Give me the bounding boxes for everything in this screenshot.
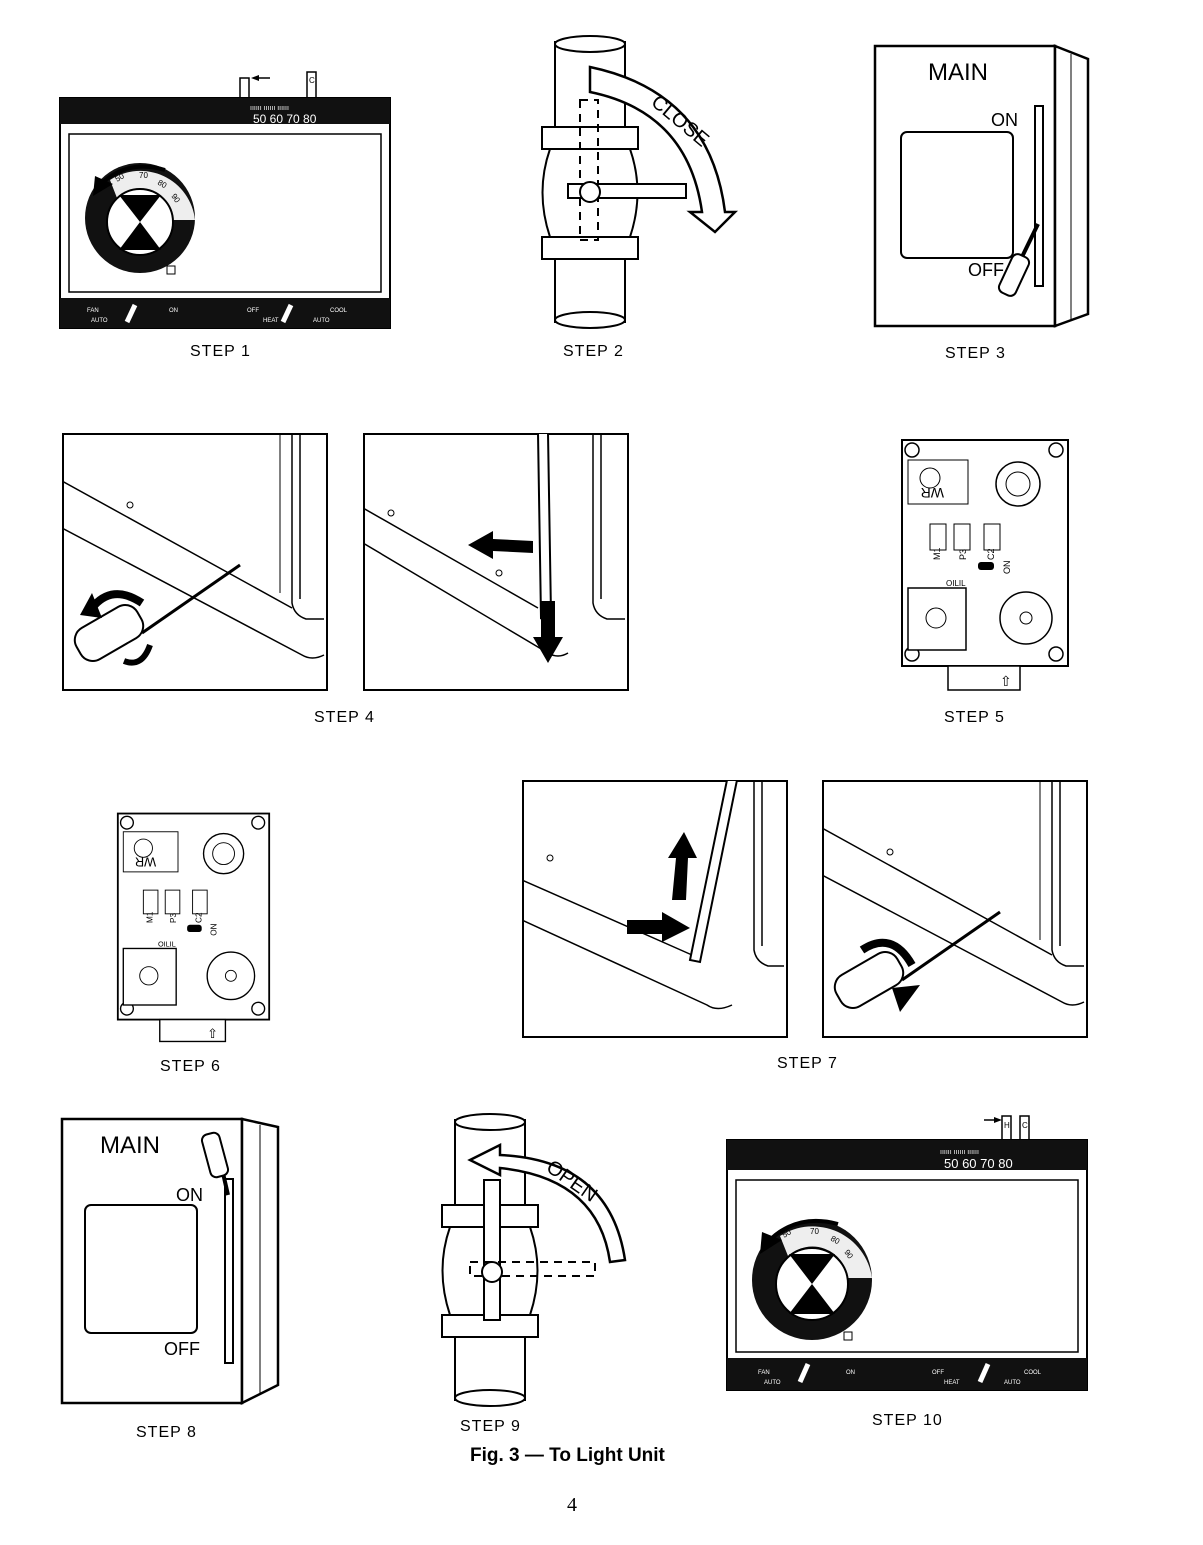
step4-screwdriver-loosen-diagram (62, 433, 328, 691)
svg-text:OILIL: OILIL (946, 579, 966, 588)
figure-caption: Fig. 3 — To Light Unit (470, 1445, 665, 1466)
svg-text:OFF: OFF (968, 260, 1004, 280)
step6-caption: STEP 6 (160, 1058, 221, 1075)
step7-panel-replace-diagram (522, 780, 788, 1038)
svg-text:P3: P3 (958, 549, 968, 560)
svg-text:50 60 70 80: 50 60 70 80 (944, 1156, 1013, 1171)
svg-text:P3: P3 (169, 912, 178, 922)
svg-text:MAIN: MAIN (100, 1132, 160, 1159)
svg-text:C: C (309, 76, 315, 85)
step3-main-switch-off-diagram: MAIN ON OFF (873, 44, 1090, 328)
step6-gas-valve-diagram: ⇧ WR M1 P3 C2 ON OILIL (116, 812, 271, 1043)
step8-main-switch-on-diagram: MAIN ON OFF (60, 1117, 280, 1406)
svg-text:⇧: ⇧ (207, 1026, 218, 1041)
step10-thermostat-diagram: H C ıııııı ıııııı ıııııı 50 60 70 80 50 … (726, 1115, 1088, 1391)
svg-text:M1: M1 (145, 911, 154, 923)
svg-text:OFF: OFF (164, 1339, 200, 1359)
svg-text:ON: ON (991, 110, 1018, 130)
step1-thermostat-diagram: C ıııııı ıııııı ıııııı 50 60 70 80 50 70… (59, 71, 391, 329)
svg-text:WR: WR (921, 485, 944, 501)
svg-text:WR: WR (135, 854, 156, 869)
step7-screwdriver-tighten-diagram (822, 780, 1088, 1038)
step1-caption: STEP 1 (190, 343, 251, 360)
svg-text:COOL: COOL (330, 308, 348, 314)
svg-text:70: 70 (139, 171, 148, 180)
step4-caption: STEP 4 (314, 709, 375, 726)
svg-text:C2: C2 (986, 548, 996, 560)
step8-caption: STEP 8 (136, 1424, 197, 1441)
svg-text:C2: C2 (195, 912, 204, 923)
svg-text:⇧: ⇧ (1000, 673, 1012, 689)
step5-gas-valve-diagram: ⇧ WR M1 P3 C2 ON OILIL (901, 439, 1069, 691)
step3-caption: STEP 3 (945, 345, 1006, 362)
step2-valve-close-diagram: CLOSE (541, 35, 739, 329)
svg-text:ON: ON (169, 308, 178, 314)
svg-text:AUTO: AUTO (1004, 1380, 1021, 1386)
svg-text:H: H (1004, 1121, 1010, 1130)
svg-text:FAN: FAN (87, 308, 99, 314)
step9-caption: STEP 9 (460, 1418, 521, 1435)
svg-text:ıııııı ıııııı ıııııı: ıııııı ıııııı ıııııı (250, 105, 289, 112)
svg-text:ON: ON (209, 923, 218, 935)
step7-caption: STEP 7 (777, 1055, 838, 1072)
svg-text:70: 70 (810, 1227, 819, 1236)
svg-text:OILIL: OILIL (158, 940, 176, 949)
step4-panel-remove-diagram (363, 433, 629, 691)
svg-text:FAN: FAN (758, 1370, 770, 1376)
svg-text:ıııııı ıııııı ıııııı: ıııııı ıııııı ıııııı (940, 1149, 979, 1156)
step2-caption: STEP 2 (563, 343, 624, 360)
svg-text:AUTO: AUTO (764, 1380, 781, 1386)
step10-caption: STEP 10 (872, 1412, 943, 1429)
svg-text:COOL: COOL (1024, 1370, 1042, 1376)
svg-text:ON: ON (846, 1370, 855, 1376)
svg-text:M1: M1 (932, 547, 942, 560)
step9-valve-open-diagram: OPEN (441, 1113, 627, 1407)
svg-text:50 60 70 80: 50 60 70 80 (253, 112, 317, 126)
svg-text:HEAT: HEAT (944, 1380, 960, 1386)
svg-text:AUTO: AUTO (313, 318, 330, 324)
svg-text:AUTO: AUTO (91, 318, 108, 324)
svg-text:OFF: OFF (247, 308, 259, 314)
svg-text:MAIN: MAIN (928, 59, 988, 86)
svg-text:OFF: OFF (932, 1370, 944, 1376)
svg-text:ON: ON (1002, 561, 1012, 575)
svg-text:ON: ON (176, 1185, 203, 1205)
svg-text:C: C (1022, 1121, 1028, 1130)
page-number: 4 (567, 1494, 577, 1516)
step5-caption: STEP 5 (944, 709, 1005, 726)
svg-text:HEAT: HEAT (263, 318, 279, 324)
